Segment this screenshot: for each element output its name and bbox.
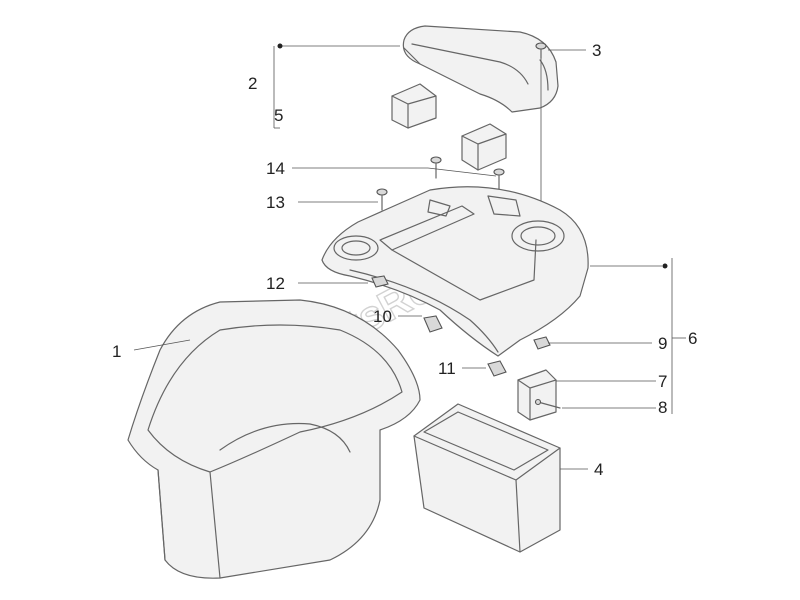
part-clip-11 bbox=[487, 360, 507, 377]
callout-13: 13 bbox=[266, 193, 285, 212]
callout-8: 8 bbox=[658, 398, 667, 417]
part-screw-8 bbox=[534, 398, 561, 409]
callout-12: 12 bbox=[266, 274, 285, 293]
part-cover-lid bbox=[402, 25, 559, 113]
part-screw-14b bbox=[493, 168, 505, 191]
part-screw-top bbox=[535, 42, 547, 59]
part-pad-right bbox=[461, 123, 507, 171]
part-bracket bbox=[517, 369, 557, 421]
callout-7: 7 bbox=[658, 372, 667, 391]
callout-2: 2 bbox=[248, 74, 257, 93]
group-marker-dot-top bbox=[277, 43, 283, 49]
part-clip-10 bbox=[423, 315, 443, 333]
group-marker-dot-right bbox=[662, 263, 668, 269]
callout-1: 1 bbox=[112, 342, 121, 361]
part-box bbox=[413, 403, 561, 553]
callout-6: 6 bbox=[688, 329, 697, 348]
callout-11: 11 bbox=[438, 359, 456, 378]
callout-5: 5 bbox=[274, 106, 283, 125]
callout-3: 3 bbox=[592, 41, 601, 60]
part-pad-left bbox=[391, 83, 437, 129]
callout-4: 4 bbox=[594, 460, 603, 479]
part-screw-14a bbox=[430, 156, 442, 179]
callout-14: 14 bbox=[266, 159, 285, 178]
part-screw-13 bbox=[376, 188, 388, 211]
callout-10: 10 bbox=[373, 307, 392, 326]
part-clip-9 bbox=[533, 336, 551, 350]
part-clip-12 bbox=[371, 275, 389, 288]
part-helmet-bin bbox=[127, 299, 421, 579]
callout-9: 9 bbox=[658, 334, 667, 353]
